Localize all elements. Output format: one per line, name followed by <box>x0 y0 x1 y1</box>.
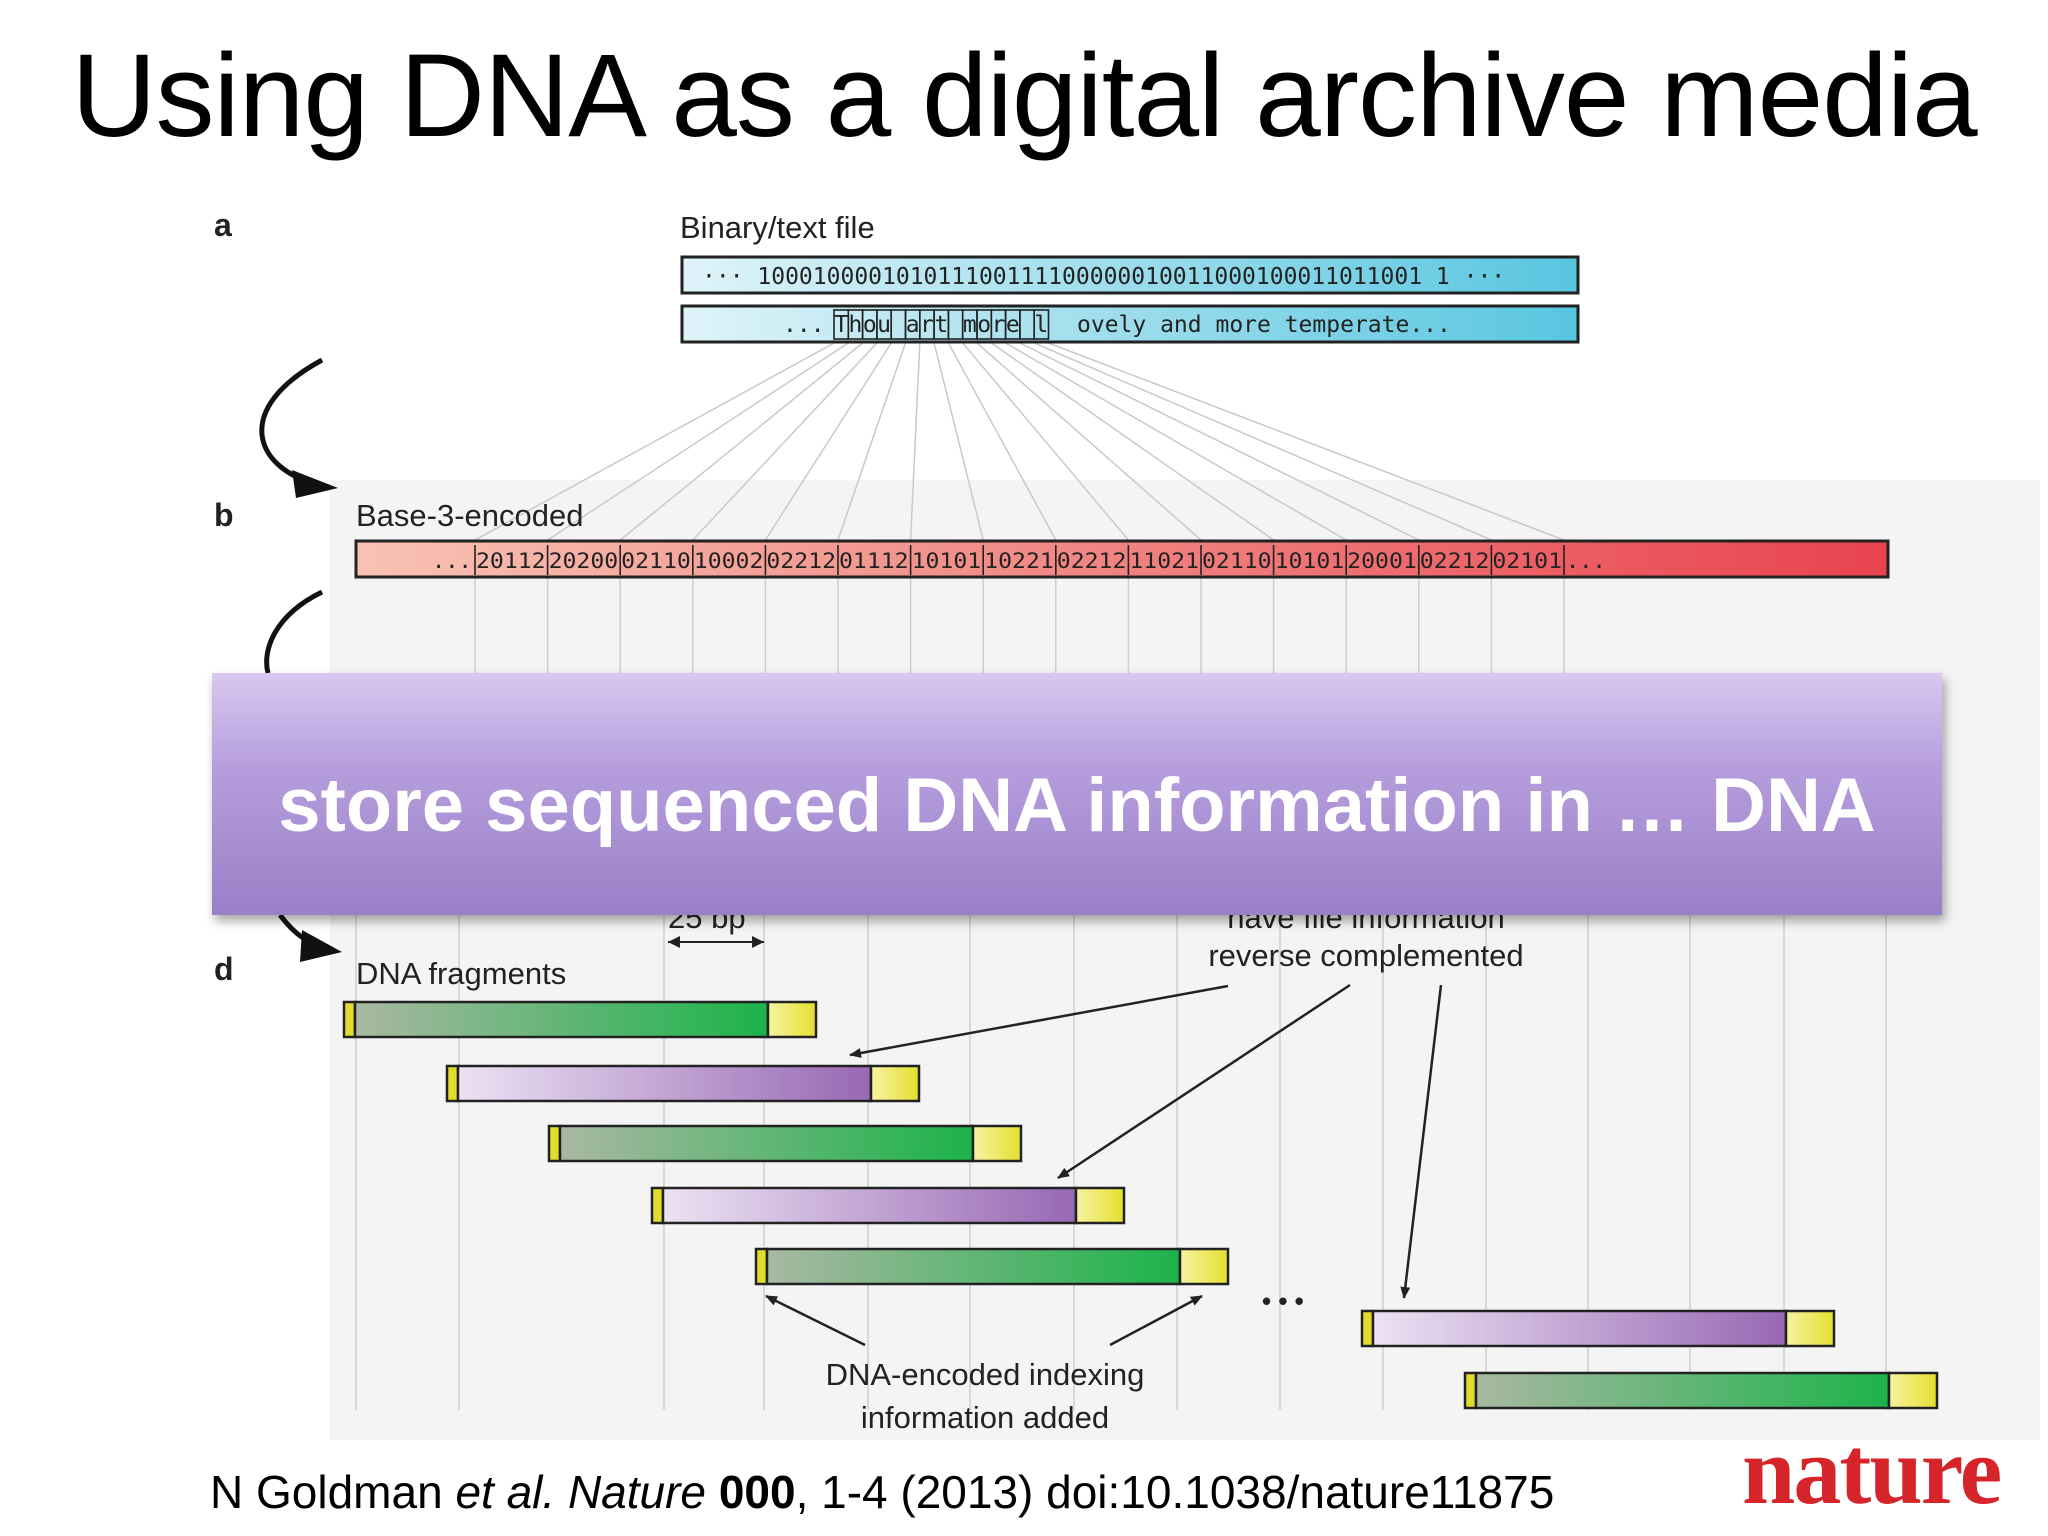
dna-fragment-green <box>1463 1371 1939 1410</box>
nature-logo: nature <box>1742 1417 2002 1524</box>
dna-fragment-green <box>547 1124 1023 1163</box>
char-box-text: m <box>963 312 977 338</box>
base3-group: 02110 <box>621 549 691 573</box>
char-box-text: u <box>877 312 891 338</box>
base3-group: 10101 <box>1275 549 1345 573</box>
citation-etal: et al. <box>455 1466 556 1518</box>
panel-letter-a: a <box>214 207 232 243</box>
fan-line <box>1019 342 1420 541</box>
base3-group: 20112 <box>476 549 546 573</box>
dna-fragment-purple <box>445 1064 921 1103</box>
base3-group: 02101 <box>1492 549 1562 573</box>
fan-line <box>909 342 921 541</box>
text-row-prefix: ... <box>783 312 825 338</box>
slide-title: Using DNA as a digital archive media <box>71 30 1977 162</box>
arrow-index-left <box>765 1294 866 1347</box>
panel-letter-d: d <box>214 951 234 987</box>
reverse-complemented-callout: reverse complemented <box>1208 938 1523 973</box>
citation-journal: Nature <box>555 1466 719 1518</box>
char-box-text: l <box>1034 312 1048 338</box>
base3-suffix: ... <box>1566 549 1606 574</box>
dna-fragment-purple <box>1360 1309 1836 1348</box>
base3-group: 01112 <box>839 549 909 573</box>
panel-letter-b: b <box>214 497 234 533</box>
vertical-guide-lines <box>355 578 1887 1410</box>
char-box-text: T <box>834 312 848 338</box>
text-row-box <box>680 304 1580 344</box>
char-box-text: e <box>1006 312 1020 338</box>
base3-prefix: ... <box>432 549 472 574</box>
char-box-text: h <box>849 312 863 338</box>
binary-text-file-label: Binary/text file <box>680 210 875 245</box>
fan-line <box>547 342 849 541</box>
char-box <box>1033 309 1050 340</box>
fan-line <box>474 342 835 541</box>
scale-bar-head-left <box>668 936 680 948</box>
char-box-text: o <box>977 312 991 338</box>
scale-bar-head-right <box>752 936 764 948</box>
fan-line <box>619 342 864 541</box>
fan-connector-lines <box>474 342 1565 541</box>
char-box-text: a <box>906 312 920 338</box>
base3-row-box <box>354 539 1890 579</box>
binary-row-box <box>680 255 1580 295</box>
dna-fragment-purple <box>650 1186 1126 1225</box>
base3-group: 02110 <box>1202 549 1272 573</box>
text-row-suffix: ovely and more temperate... <box>1077 312 1451 338</box>
base3-group: 20200 <box>549 549 619 573</box>
arrow-index-right <box>1109 1294 1203 1347</box>
overlay-text: store sequenced DNA information in … DNA <box>278 762 1876 848</box>
base3-group: 10221 <box>984 549 1054 573</box>
fan-line <box>764 342 892 541</box>
ellipsis-dots: • • • <box>1262 1286 1304 1316</box>
fan-line <box>1048 342 1565 541</box>
curved-arrow-a-b <box>259 357 324 488</box>
char-box-text: r <box>992 312 1006 338</box>
citation: N Goldman et al. Nature 000, 1-4 (2013) … <box>210 1465 1554 1519</box>
fan-line <box>947 342 1057 541</box>
citation-rest: , 1-4 (2013) doi:10.1038/nature11875 <box>795 1466 1555 1518</box>
base3-group: 11021 <box>1129 549 1199 573</box>
base3-group: 02212 <box>1057 549 1127 573</box>
fan-line <box>990 342 1275 541</box>
indexing-callout-line1: DNA-encoded indexing <box>826 1357 1145 1392</box>
citation-volume: 000 <box>718 1466 796 1518</box>
citation-authors: N Goldman <box>210 1466 456 1518</box>
arrow-reverse-1 <box>849 984 1229 1058</box>
char-box-text: o <box>863 312 877 338</box>
fan-line <box>976 342 1202 541</box>
base3-group: 02212 <box>766 549 836 573</box>
indexing-callout-line2: information added <box>861 1400 1109 1435</box>
arrow-reverse-2 <box>1057 983 1351 1180</box>
base3-group: 10002 <box>694 549 764 573</box>
fan-line <box>1005 342 1347 541</box>
fan-line <box>933 342 984 541</box>
fan-line <box>1033 342 1492 541</box>
arrow-head-a-b <box>292 470 338 498</box>
fan-line <box>962 342 1129 541</box>
fan-line <box>837 342 907 541</box>
dna-fragment-green <box>754 1247 1230 1286</box>
dna-fragment-green <box>342 1000 818 1039</box>
arrow-reverse-3 <box>1400 984 1443 1299</box>
arrow-head-c-d <box>300 930 342 962</box>
base3-group: 10101 <box>912 549 982 573</box>
overlay-banner: store sequenced DNA information in … DNA <box>212 673 1942 915</box>
char-box-text: r <box>920 312 934 338</box>
fan-line <box>692 342 878 541</box>
base3-encoded-label: Base-3-encoded <box>356 498 584 533</box>
binary-row-text: ··· 100010000101011100111100000010011000… <box>702 264 1505 290</box>
dna-fragments <box>342 1000 1939 1410</box>
dna-fragments-label: DNA fragments <box>356 956 566 991</box>
curved-arrow-b-c <box>264 589 324 674</box>
base3-group: 02212 <box>1420 549 1490 573</box>
base3-group: 20001 <box>1347 549 1417 573</box>
char-box-text: t <box>934 312 948 338</box>
